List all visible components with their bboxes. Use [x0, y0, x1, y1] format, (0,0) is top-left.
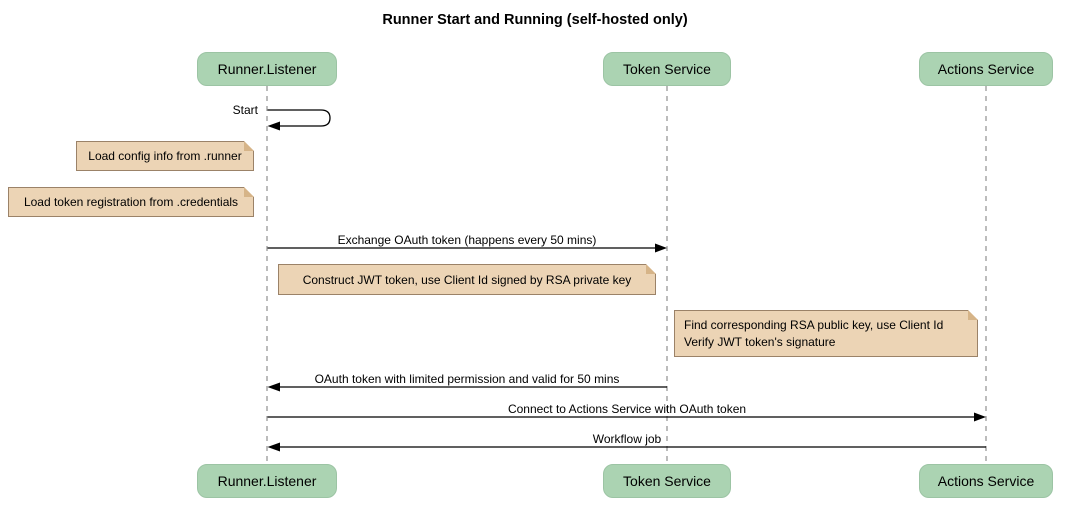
- participant-runner-listener-bottom: Runner.Listener: [197, 464, 337, 498]
- note-fold-icon: [968, 310, 978, 320]
- arrowhead-start: [267, 121, 280, 131]
- note-load-token-registration: Load token registration from .credential…: [8, 187, 254, 217]
- note-find-rsa-verify: Find corresponding RSA public key, use C…: [674, 310, 978, 357]
- message-label-exchange-oauth: Exchange OAuth token (happens every 50 m…: [337, 233, 597, 247]
- participant-runner-listener-top: Runner.Listener: [197, 52, 337, 86]
- participant-actions-service-top: Actions Service: [919, 52, 1053, 86]
- note-text-line2: Verify JWT token's signature: [684, 334, 836, 349]
- participant-label: Runner.Listener: [217, 473, 317, 489]
- participant-label: Actions Service: [937, 61, 1035, 77]
- message-label-oauth-return: OAuth token with limited permission and …: [314, 372, 620, 386]
- message-label-connect-actions: Connect to Actions Service with OAuth to…: [507, 402, 747, 416]
- note-fold-icon: [244, 141, 254, 151]
- participant-label: Actions Service: [937, 473, 1035, 489]
- participant-actions-service-bottom: Actions Service: [919, 464, 1053, 498]
- participant-label: Token Service: [623, 61, 711, 77]
- diagram-title: Runner Start and Running (self-hosted on…: [382, 12, 688, 28]
- participant-label: Runner.Listener: [217, 61, 317, 77]
- participant-label: Token Service: [623, 473, 711, 489]
- note-load-config: Load config info from .runner: [76, 141, 254, 171]
- arrow-start-self-loop: [267, 109, 331, 127]
- message-label-start: Start: [232, 103, 258, 117]
- participant-token-service-top: Token Service: [603, 52, 731, 86]
- participant-token-service-bottom: Token Service: [603, 464, 731, 498]
- note-construct-jwt: Construct JWT token, use Client Id signe…: [278, 264, 656, 295]
- note-text: Load token registration from .credential…: [23, 195, 239, 209]
- note-text: Load config info from .runner: [88, 149, 242, 163]
- note-text: Construct JWT token, use Client Id signe…: [302, 272, 632, 287]
- note-text-line1: Find corresponding RSA public key, use C…: [684, 317, 944, 332]
- message-label-workflow-job: Workflow job: [592, 432, 662, 446]
- note-fold-icon: [646, 264, 656, 274]
- note-fold-icon: [244, 187, 254, 197]
